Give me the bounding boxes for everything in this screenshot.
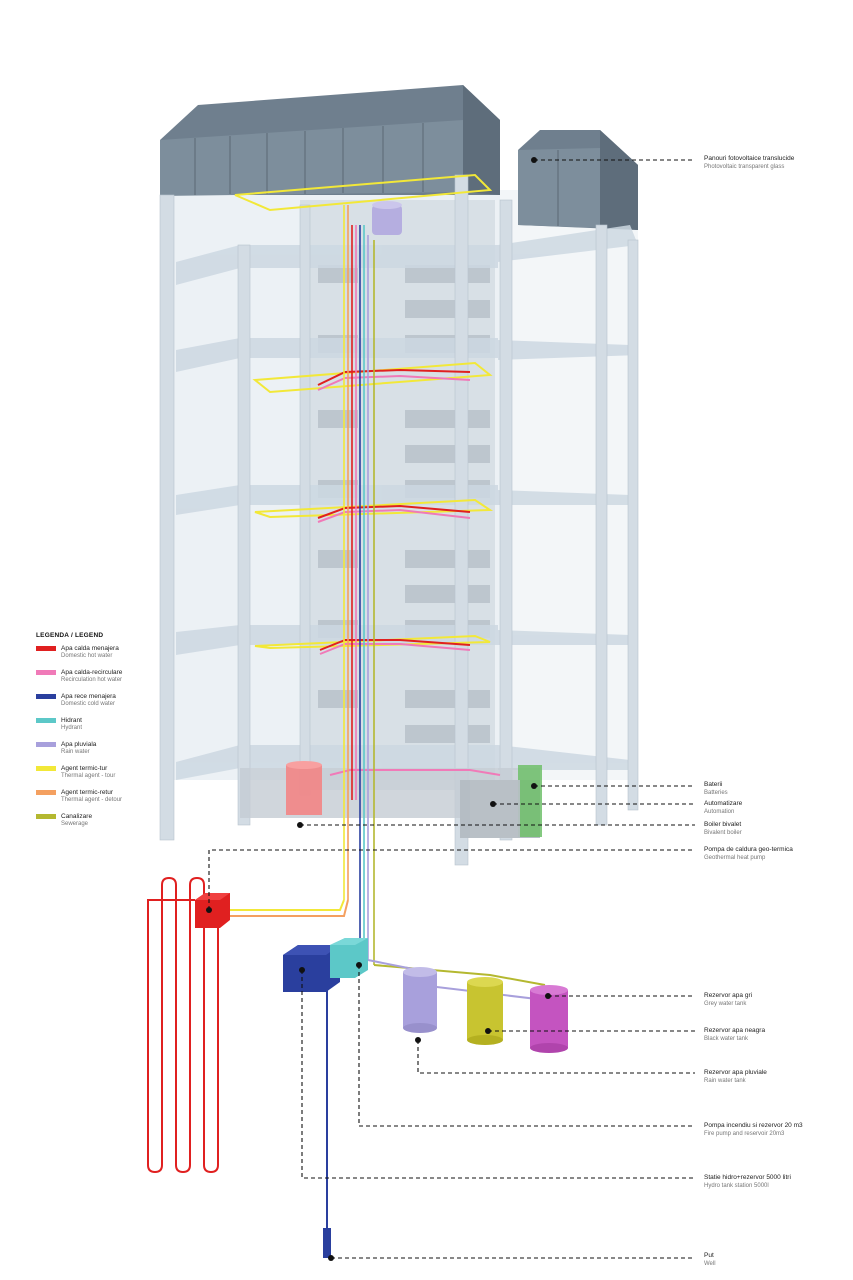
legend-sublabel: Hydrant [61, 725, 83, 731]
callout-sublabel: Well [704, 1261, 716, 1267]
legend-swatch [36, 670, 56, 675]
legend-label: Agent termic-tur [61, 765, 108, 772]
legend-label: Apa pluviala [61, 741, 97, 748]
callout-label: Baterii [704, 781, 723, 788]
callout-sublabel: Fire pump and reservoir 20m3 [704, 1131, 785, 1137]
callout-label: Statie hidro+rezervor 5000 litri [704, 1174, 791, 1181]
callout-sublabel: Photovoltaic transparent glass [704, 164, 785, 170]
callout-photovoltaic-panels: Panouri fotovoltaice translucide Photovo… [704, 155, 849, 171]
equipment [195, 761, 568, 1258]
callout-leaders [208, 159, 695, 1259]
callout-sublabel: Batteries [704, 790, 728, 796]
legend-swatch [36, 742, 56, 747]
legend-sublabel: Domestic cold water [61, 701, 116, 707]
legend-label: Apa calda menajera [61, 645, 119, 652]
legend-label: Agent termic-retur [61, 789, 114, 796]
callout-automation: Automatizare Automation [704, 800, 849, 816]
callout-label: Boiler bivalet [704, 821, 742, 828]
callout-dots [206, 157, 551, 1261]
legend-item-recirculation-hot-water: Apa calda-recirculare Recirculation hot … [36, 669, 186, 693]
callout-label: Pompa de caldura geo-termica [704, 846, 793, 853]
legend-title: LEGENDA / LEGEND [36, 632, 104, 639]
callout-label: Automatizare [704, 800, 743, 807]
callout-sublabel: Rain water tank [704, 1078, 746, 1084]
legend-sublabel: Recirculation hot water [61, 677, 123, 683]
legend-swatch [36, 790, 56, 795]
building-structure [159, 85, 639, 866]
callout-fire-pump: Pompa incendiu si rezervor 20 m3 Fire pu… [704, 1122, 849, 1138]
callout-bivalent-boiler: Boiler bivalet Bivalent boiler [704, 821, 849, 837]
legend-label: Canalizare [61, 813, 93, 820]
legend-item-hydrant: Hidrant Hydrant [36, 717, 186, 741]
legend-item-sewerage: Canalizare Sewerage [36, 813, 186, 837]
legend-swatch [36, 718, 56, 723]
callout-batteries: Baterii Batteries [704, 781, 849, 797]
legend-label: Apa calda-recirculare [61, 669, 123, 676]
callout-label: Rezervor apa neagra [704, 1027, 766, 1034]
basement-piping [147, 876, 546, 1230]
callout-black-water-tank: Rezervor apa neagra Black water tank [704, 1027, 849, 1043]
legend-item-domestic-cold-water: Apa rece menajera Domestic cold water [36, 693, 186, 717]
callout-sublabel: Black water tank [704, 1036, 749, 1042]
callout-well: Put Well [704, 1252, 849, 1268]
callout-sublabel: Grey water tank [704, 1001, 747, 1007]
callout-label: Put [704, 1252, 714, 1259]
legend-item-thermal-agent-detour: Agent termic-retur Thermal agent - detou… [36, 789, 186, 813]
legend-label: Hidrant [61, 717, 82, 724]
callout-grey-water-tank: Rezervor apa gri Grey water tank [704, 992, 849, 1008]
legend-sublabel: Rain water [61, 749, 90, 755]
legend-sublabel: Sewerage [61, 821, 89, 827]
legend-swatch [36, 814, 56, 819]
callout-sublabel: Hydro tank station 5000l [704, 1183, 769, 1189]
callout-rain-water-tank: Rezervor apa pluviale Rain water tank [704, 1069, 849, 1085]
callout-sublabel: Geothermal heat pump [704, 855, 766, 861]
callout-label: Rezervor apa pluviale [704, 1069, 767, 1076]
legend-item-domestic-hot-water: Apa calda menajera Domestic hot water [36, 645, 186, 669]
legend-swatch [36, 646, 56, 651]
callout-sublabel: Bivalent boiler [704, 830, 742, 836]
callout-geothermal-heat-pump: Pompa de caldura geo-termica Geothermal … [704, 846, 849, 862]
callout-label: Pompa incendiu si rezervor 20 m3 [704, 1122, 803, 1129]
legend-sublabel: Thermal agent - tour [61, 773, 116, 779]
callout-hydro-tank-station: Statie hidro+rezervor 5000 litri Hydro t… [704, 1174, 849, 1190]
legend-swatch [36, 766, 56, 771]
legend-label: Apa rece menajera [61, 693, 116, 700]
legend-swatch [36, 694, 56, 699]
legend-item-thermal-agent-tour: Agent termic-tur Thermal agent - tour [36, 765, 186, 789]
legend: LEGENDA / LEGEND Apa calda menajera Dome… [36, 632, 186, 837]
legend-sublabel: Domestic hot water [61, 653, 113, 659]
callout-label: Panouri fotovoltaice translucide [704, 155, 795, 162]
callout-label: Rezervor apa gri [704, 992, 753, 999]
legend-sublabel: Thermal agent - detour [61, 797, 123, 803]
floor-piping [234, 173, 501, 776]
callout-sublabel: Automation [704, 809, 735, 815]
legend-item-rain-water: Apa pluviala Rain water [36, 741, 186, 765]
vertical-risers [343, 205, 375, 965]
